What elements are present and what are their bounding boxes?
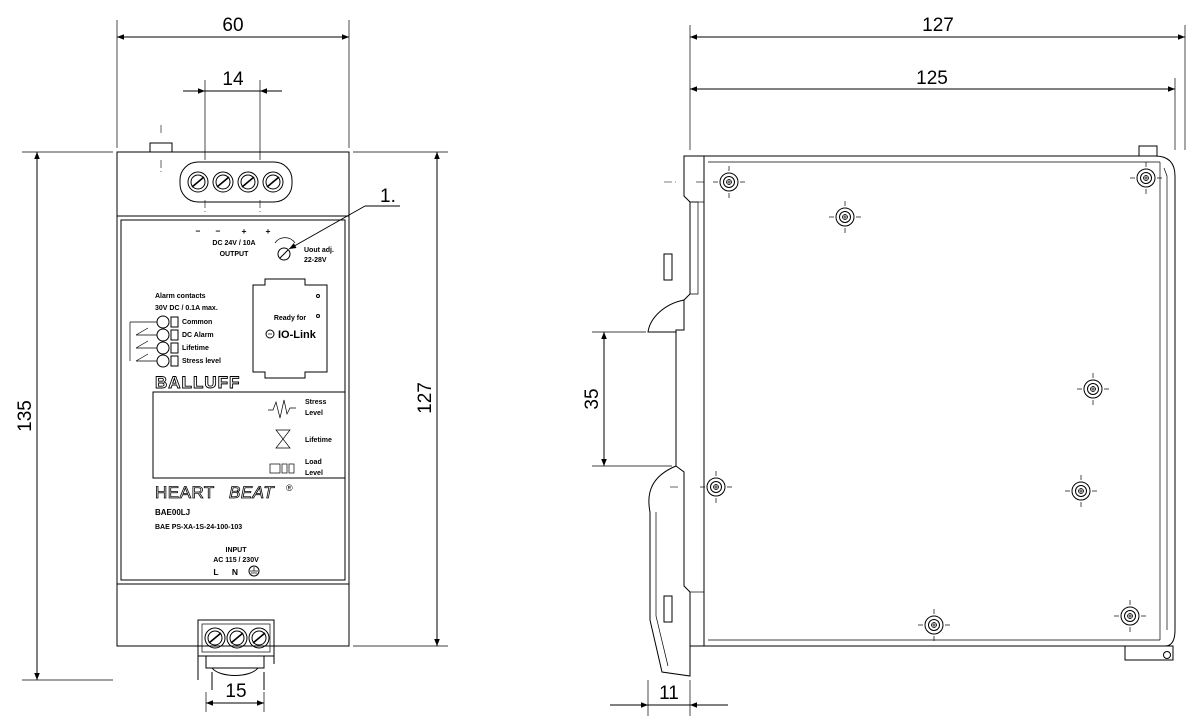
mounting-hole [699, 470, 733, 504]
side-dimensions: 127 125 35 11 [582, 15, 1186, 716]
mounting-hole [828, 200, 862, 234]
heartbeat-display [152, 391, 346, 479]
din-clip [648, 465, 691, 677]
heartbeat-logo-b: BEAT [229, 483, 275, 502]
stress-wave-icon [268, 399, 296, 419]
load-bars-icon [269, 463, 295, 474]
polarity-4: + [266, 226, 271, 236]
load-label-2: Level [305, 470, 323, 477]
front-view: − − + + DC 24V / 10A OUTPUT Uout adj. 22… [116, 125, 400, 690]
part-number-label: BAE PS-XA-1S-24-100-103 [155, 524, 242, 531]
dim-front-height: 135 [15, 400, 36, 432]
screw-terminal-icon [212, 171, 234, 193]
registered-mark: ® [286, 483, 293, 493]
uout-range-label: 22-28V [304, 257, 327, 264]
brand-logo: BALLUFF [155, 373, 240, 392]
io-link-icon [265, 329, 275, 339]
output-terminal-block [179, 161, 293, 203]
output-rating: DC 24V / 10A [212, 240, 255, 247]
dim-output-pitch: 14 [222, 69, 244, 90]
stress-label-2: Level [305, 410, 323, 417]
mounting-hole [1129, 161, 1163, 195]
input-label: INPUT [226, 547, 248, 554]
polarity-1: − [196, 226, 201, 236]
screw-terminal-icon [237, 171, 259, 193]
screw-terminal-icon [262, 171, 284, 193]
front-housing-outline [116, 151, 350, 647]
potentiometer-icon [274, 237, 296, 261]
dim-din-clip-offset: 11 [659, 683, 679, 704]
alarm-item-stress-level: Stress level [182, 358, 221, 365]
io-link-label: IO-Link [278, 329, 317, 341]
input-terminal-n: N [232, 567, 238, 577]
earth-ground-icon [248, 565, 260, 577]
polarity-2: − [216, 226, 221, 236]
output-screw-terminals [187, 171, 284, 193]
side-view [647, 145, 1176, 677]
front-dimensions: 60 14 135 127 15 [15, 15, 448, 712]
mounting-hole [1076, 372, 1110, 406]
screw-terminal-icon [226, 627, 248, 649]
input-terminal-block [197, 619, 275, 657]
model-label: BAE00LJ [155, 508, 190, 517]
alarm-item-lifetime: Lifetime [182, 345, 209, 352]
input-rating: AC 115 / 230V [213, 557, 259, 564]
callout-number: 1. [380, 186, 396, 207]
mounting-hole [1064, 474, 1098, 508]
alarm-terminal-column [129, 315, 179, 368]
mounting-hole [1113, 599, 1147, 633]
hourglass-icon [275, 429, 291, 449]
side-housing-outline [703, 155, 1176, 647]
alarm-rating: 30V DC / 0.1A max. [155, 305, 218, 312]
dim-input-width: 15 [225, 681, 246, 702]
alarm-item-common: Common [182, 319, 212, 326]
mounting-hole [917, 608, 951, 642]
dim-din-rail-height: 35 [582, 388, 603, 409]
dim-front-width: 60 [222, 15, 243, 36]
uout-adjust-label: Uout adj. [304, 247, 334, 254]
ready-for-label: Ready for [274, 315, 307, 322]
input-terminal-l: L [213, 567, 218, 577]
mounting-hole [712, 165, 746, 199]
alarm-title: Alarm contacts [155, 293, 206, 300]
screw-terminal-icon [187, 171, 209, 193]
screw-terminal-icon [248, 627, 270, 649]
polarity-3: + [242, 226, 247, 236]
io-link-window [252, 278, 328, 379]
stress-label-1: Stress [305, 399, 327, 406]
alarm-item-dc-alarm: DC Alarm [182, 332, 214, 339]
dim-front-body-height: 127 [415, 382, 436, 414]
load-label-1: Load [305, 459, 322, 466]
dim-side-total-depth: 127 [922, 15, 954, 36]
screw-terminal-icon [204, 627, 226, 649]
heartbeat-logo-a: HEART [155, 483, 215, 502]
dim-side-body-depth: 125 [916, 68, 948, 89]
output-label: OUTPUT [220, 251, 250, 258]
lifetime-label: Lifetime [305, 437, 332, 444]
